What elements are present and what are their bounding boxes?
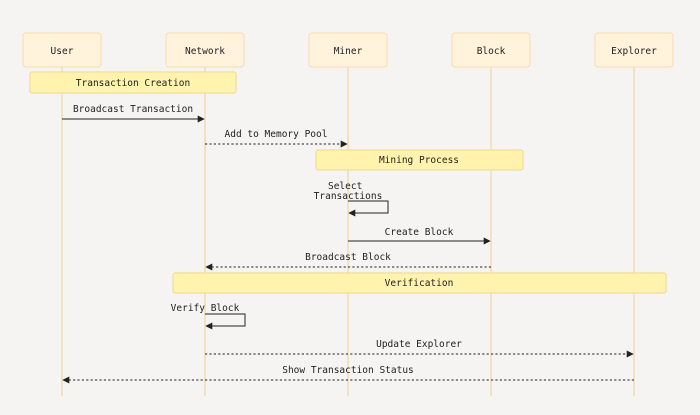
note-verification-label: Verification <box>385 278 454 289</box>
message-add-to-memory-pool: Add to Memory Pool <box>205 129 348 148</box>
participant-network-label: Network <box>185 46 225 57</box>
message-broadcast-transaction: Broadcast Transaction <box>62 104 205 123</box>
message-update-explorer-label: Update Explorer <box>376 339 462 350</box>
participant-block-label: Block <box>477 46 506 57</box>
message-broadcast-block: Broadcast Block <box>205 252 491 271</box>
participant-network: Network <box>165 32 245 68</box>
message-show-transaction-status-label: Show Transaction Status <box>282 365 414 376</box>
message-broadcast-transaction-label: Broadcast Transaction <box>73 104 193 115</box>
participant-explorer: Explorer <box>594 32 674 68</box>
participant-user: User <box>22 32 102 68</box>
participant-miner-label: Miner <box>334 46 363 57</box>
message-select-transactions-line-2: Transactions <box>314 191 383 202</box>
participant-explorer-label: Explorer <box>611 46 657 57</box>
message-update-explorer: Update Explorer <box>205 339 634 358</box>
participant-miner: Miner <box>308 32 388 68</box>
message-select-transactions-label: Select Transactions <box>314 181 383 202</box>
note-transaction-creation: Transaction Creation <box>29 71 237 94</box>
message-select-transactions-arrow <box>348 200 389 217</box>
participant-block: Block <box>451 32 531 68</box>
note-mining-process-label: Mining Process <box>379 155 459 166</box>
message-verify-block-label: Verify Block <box>171 303 240 314</box>
participant-user-label: User <box>51 46 74 57</box>
message-broadcast-block-label: Broadcast Block <box>305 252 391 263</box>
note-mining-process: Mining Process <box>315 149 524 171</box>
message-show-transaction-status: Show Transaction Status <box>62 365 634 384</box>
message-create-block: Create Block <box>348 227 491 245</box>
note-verification: Verification <box>172 272 667 294</box>
message-select-transactions: Select Transactions <box>314 181 389 217</box>
message-verify-block: Verify Block <box>171 303 246 330</box>
message-add-to-memory-pool-label: Add to Memory Pool <box>225 129 328 140</box>
message-create-block-label: Create Block <box>385 227 454 238</box>
message-verify-block-arrow <box>205 313 246 330</box>
message-select-transactions-line-1: Select <box>328 181 362 192</box>
note-transaction-creation-label: Transaction Creation <box>76 78 190 89</box>
